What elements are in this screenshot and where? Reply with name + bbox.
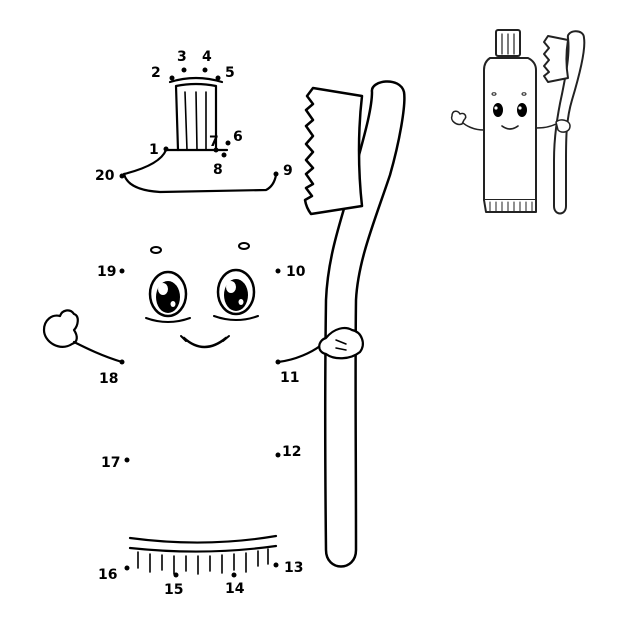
dot-3 [181, 67, 187, 73]
preview-icon [450, 29, 586, 215]
dot-label-1: 1 [149, 142, 159, 158]
toothpaste-tube-icon [42, 76, 364, 575]
dot-14 [231, 572, 237, 578]
dot-label-3: 3 [177, 49, 187, 65]
dot-11 [275, 359, 281, 365]
dot-label-20: 20 [95, 168, 115, 184]
dot-label-10: 10 [286, 264, 306, 280]
toothbrush-icon [303, 80, 406, 568]
dot-19 [119, 268, 125, 274]
dot-15 [173, 572, 179, 578]
dot-12 [275, 452, 281, 458]
dot-2 [169, 75, 175, 81]
dot-label-16: 16 [98, 567, 117, 583]
dot-label-7: 7 [209, 134, 219, 150]
dot-5 [215, 75, 221, 81]
dot-8 [221, 152, 227, 158]
dot-label-2: 2 [151, 65, 161, 81]
dot-label-6: 6 [233, 129, 243, 145]
dot-label-8: 8 [213, 162, 223, 178]
dot-7 [213, 147, 219, 153]
dot-numbers: 1 2 3 4 5 6 7 8 9 10 11 12 13 14 15 16 1… [95, 49, 306, 598]
dot-label-15: 15 [164, 582, 183, 598]
dot-1 [163, 146, 169, 152]
tube-face [145, 242, 259, 349]
dot-label-5: 5 [225, 65, 235, 81]
dot-9 [273, 171, 279, 177]
dot-markers [119, 67, 281, 578]
dot-10 [275, 268, 281, 274]
dot-label-14: 14 [225, 581, 245, 597]
dot-17 [124, 457, 130, 463]
dot-label-13: 13 [284, 560, 303, 576]
dot-label-9: 9 [283, 163, 293, 179]
dot-13 [273, 562, 279, 568]
dot-4 [202, 67, 208, 73]
dot-label-4: 4 [202, 49, 212, 65]
dot-6 [225, 140, 231, 146]
dot-label-17: 17 [101, 455, 120, 471]
dot-label-12: 12 [282, 444, 301, 460]
dot-20 [119, 173, 125, 179]
dot-16 [124, 565, 130, 571]
dot-label-18: 18 [99, 371, 118, 387]
dot-label-19: 19 [97, 264, 116, 280]
dot-label-11: 11 [280, 370, 299, 386]
dot-18 [119, 359, 125, 365]
